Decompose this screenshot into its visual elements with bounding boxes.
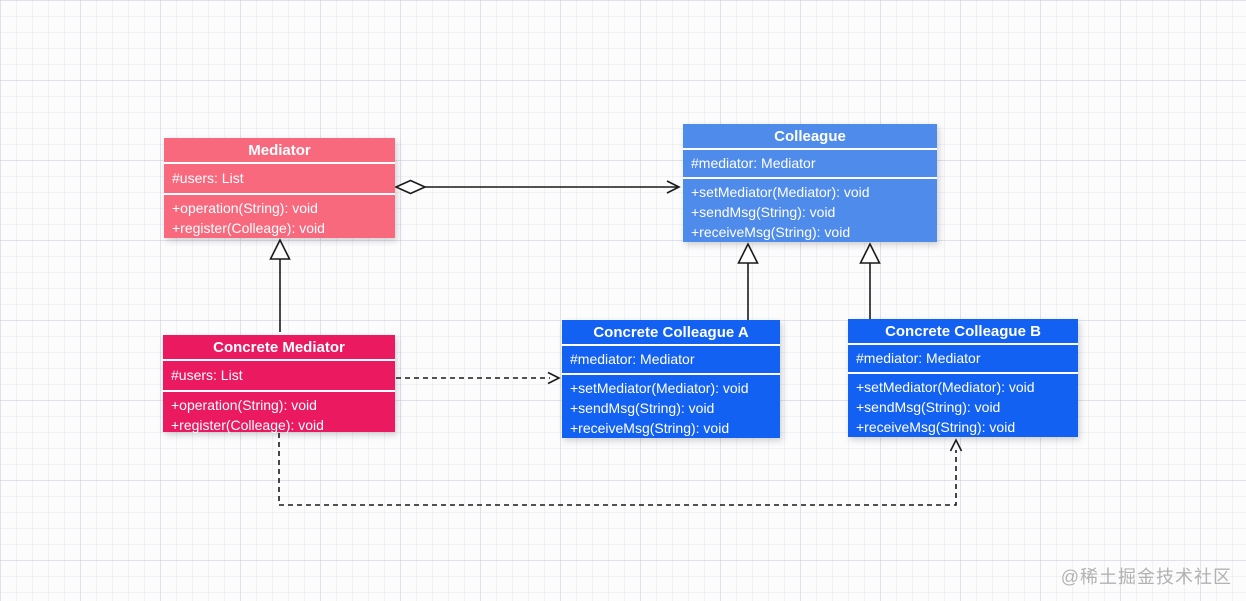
class-box-mediator[interactable]: Mediator #users: List +operation(String)… [164,138,395,238]
attribute-line: #users: List [171,367,243,383]
method-line: +sendMsg(String): void [856,399,1001,415]
class-title: Concrete Colleague B [885,323,1041,340]
method-line: +sendMsg(String): void [570,400,715,416]
class-title: Colleague [774,128,846,145]
method-line: +receiveMsg(String): void [691,224,851,240]
aggregation-diamond-icon [394,179,427,195]
inheritance-connector-concrete-mediator[interactable] [269,238,291,332]
dependency-connector-to-colleague-a[interactable] [396,371,561,385]
attribute-line: #mediator: Mediator [691,155,816,171]
class-box-colleague[interactable]: Colleague #mediator: Mediator +setMediat… [683,124,937,242]
class-title: Concrete Mediator [213,339,345,356]
class-attributes: #mediator: Mediator [562,344,780,373]
class-title: Concrete Colleague A [593,324,749,341]
method-line: +receiveMsg(String): void [570,420,730,436]
method-line: +sendMsg(String): void [691,204,836,220]
aggregation-connector-mediator-colleague[interactable] [394,179,681,195]
class-attributes: #mediator: Mediator [683,148,937,177]
class-methods: +operation(String): void +register(Colle… [163,390,395,439]
class-methods: +operation(String): void +register(Colle… [164,193,395,242]
class-box-concrete-colleague-a[interactable]: Concrete Colleague A #mediator: Mediator… [562,320,780,438]
class-box-concrete-colleague-b[interactable]: Concrete Colleague B #mediator: Mediator… [848,319,1078,437]
method-line: +operation(String): void [172,200,318,216]
watermark: @稀土掘金技术社区 [1060,567,1232,587]
hollow-triangle-icon [737,242,759,264]
method-line: +setMediator(Mediator): void [570,380,749,396]
open-arrowhead-icon [547,371,561,385]
method-line: +register(Colleage): void [172,220,325,236]
class-attributes: #mediator: Mediator [848,343,1078,372]
method-line: +setMediator(Mediator): void [856,379,1035,395]
hollow-triangle-icon [269,238,291,260]
dependency-connector-to-colleague-b[interactable] [278,433,963,506]
class-methods: +setMediator(Mediator): void +sendMsg(St… [683,177,937,246]
class-methods: +setMediator(Mediator): void +sendMsg(St… [848,372,1078,441]
open-arrowhead-icon [666,180,681,194]
method-line: +operation(String): void [171,397,317,413]
inheritance-connector-colleague-a[interactable] [737,242,759,320]
open-arrowhead-icon [949,438,963,452]
inheritance-connector-colleague-b[interactable] [859,242,881,319]
method-line: +setMediator(Mediator): void [691,184,870,200]
attribute-line: #mediator: Mediator [570,351,695,367]
attribute-line: #users: List [172,170,244,186]
class-title: Mediator [248,142,311,159]
class-methods: +setMediator(Mediator): void +sendMsg(St… [562,373,780,442]
attribute-line: #mediator: Mediator [856,350,981,366]
class-box-concrete-mediator[interactable]: Concrete Mediator #users: List +operatio… [163,335,395,433]
method-line: +register(Colleage): void [171,417,324,433]
hollow-triangle-icon [859,242,881,264]
method-line: +receiveMsg(String): void [856,419,1016,435]
class-attributes: #users: List [164,162,395,193]
class-attributes: #users: List [163,359,395,390]
